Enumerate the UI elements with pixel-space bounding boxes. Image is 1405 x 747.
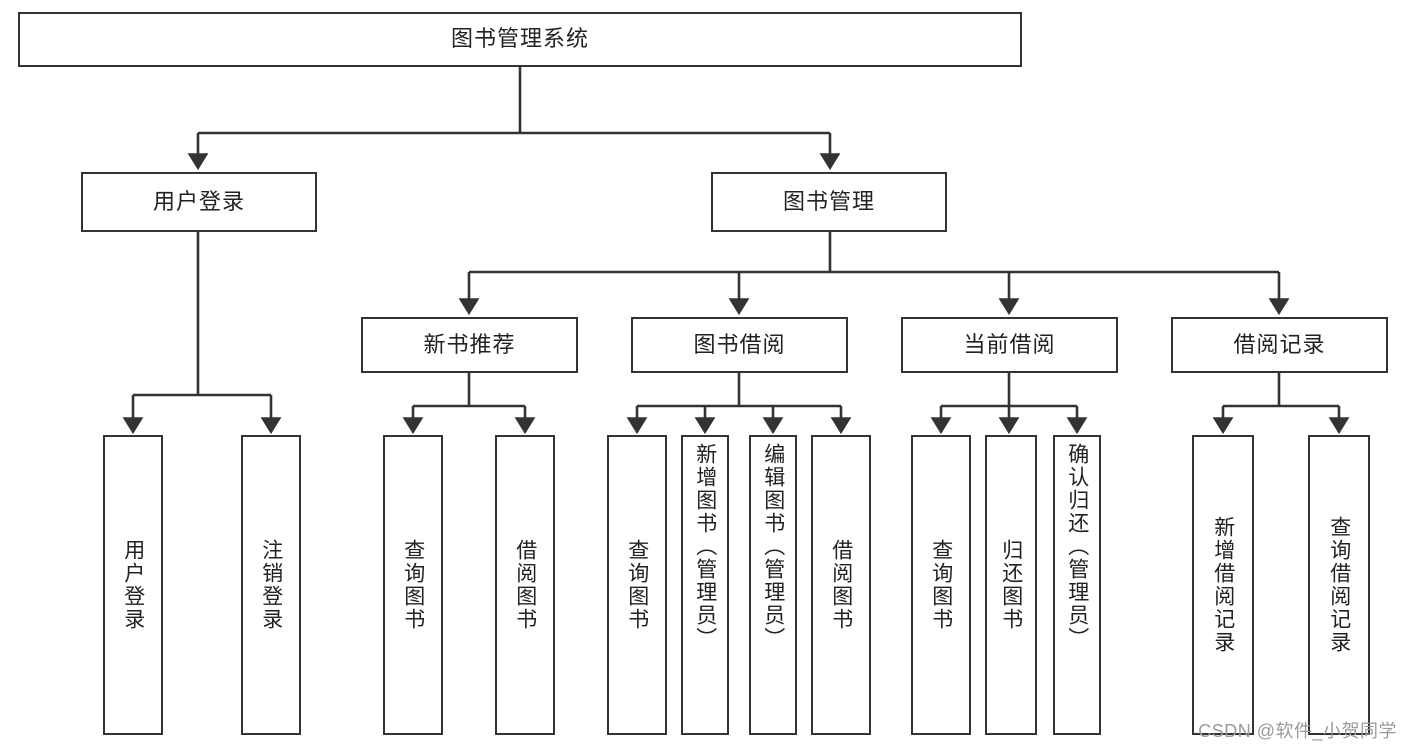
leaf-record-query-label: 查询借阅记录: [1327, 516, 1351, 654]
node-new-book-recommend-label: 新书推荐: [423, 331, 516, 357]
leaf-current-confirm-return-label: 确认归还（管理员）: [1065, 443, 1089, 650]
leaf-borrow-query-book-label: 查询图书: [625, 539, 649, 631]
node-book-management-label: 图书管理: [782, 188, 875, 214]
node-user-login-label: 用户登录: [152, 188, 245, 214]
node-book-borrow[interactable]: 图书借阅: [631, 317, 848, 373]
leaf-newbook-borrow-book-label: 借阅图书: [513, 539, 537, 631]
leaf-record-add-label: 新增借阅记录: [1211, 516, 1235, 654]
leaf-borrow-borrow-book-label: 借阅图书: [829, 539, 853, 631]
leaf-borrow-borrow-book[interactable]: 借阅图书: [811, 435, 871, 735]
leaf-borrow-add-book-label: 新增图书（管理员）: [693, 443, 717, 650]
leaf-current-return-book[interactable]: 归还图书: [985, 435, 1037, 735]
node-borrow-record-label: 借阅记录: [1233, 331, 1326, 357]
leaf-user-login[interactable]: 用户登录: [103, 435, 163, 735]
leaf-newbook-query-book[interactable]: 查询图书: [383, 435, 443, 735]
node-borrow-record[interactable]: 借阅记录: [1171, 317, 1388, 373]
node-new-book-recommend[interactable]: 新书推荐: [361, 317, 578, 373]
leaf-record-add[interactable]: 新增借阅记录: [1192, 435, 1254, 735]
leaf-borrow-add-book[interactable]: 新增图书（管理员）: [681, 435, 729, 735]
leaf-record-query[interactable]: 查询借阅记录: [1308, 435, 1370, 735]
node-root[interactable]: 图书管理系统: [18, 12, 1022, 67]
leaf-borrow-edit-book[interactable]: 编辑图书（管理员）: [749, 435, 797, 735]
leaf-borrow-edit-book-label: 编辑图书（管理员）: [761, 443, 785, 650]
leaf-logout-label: 注销登录: [259, 539, 283, 631]
leaf-current-query-book-label: 查询图书: [929, 539, 953, 631]
leaf-current-return-book-label: 归还图书: [999, 539, 1023, 631]
leaf-newbook-borrow-book[interactable]: 借阅图书: [495, 435, 555, 735]
node-user-login[interactable]: 用户登录: [81, 172, 317, 232]
node-current-borrow[interactable]: 当前借阅: [901, 317, 1118, 373]
leaf-current-confirm-return[interactable]: 确认归还（管理员）: [1053, 435, 1101, 735]
node-root-label: 图书管理系统: [450, 26, 589, 52]
leaf-borrow-query-book[interactable]: 查询图书: [607, 435, 667, 735]
leaf-user-login-label: 用户登录: [121, 539, 145, 631]
node-book-management[interactable]: 图书管理: [711, 172, 947, 232]
leaf-logout[interactable]: 注销登录: [241, 435, 301, 735]
node-book-borrow-label: 图书借阅: [693, 331, 786, 357]
watermark: CSDN @软件_小贺同学: [1198, 721, 1397, 741]
leaf-current-query-book[interactable]: 查询图书: [911, 435, 971, 735]
node-current-borrow-label: 当前借阅: [963, 331, 1056, 357]
leaf-newbook-query-book-label: 查询图书: [401, 539, 425, 631]
